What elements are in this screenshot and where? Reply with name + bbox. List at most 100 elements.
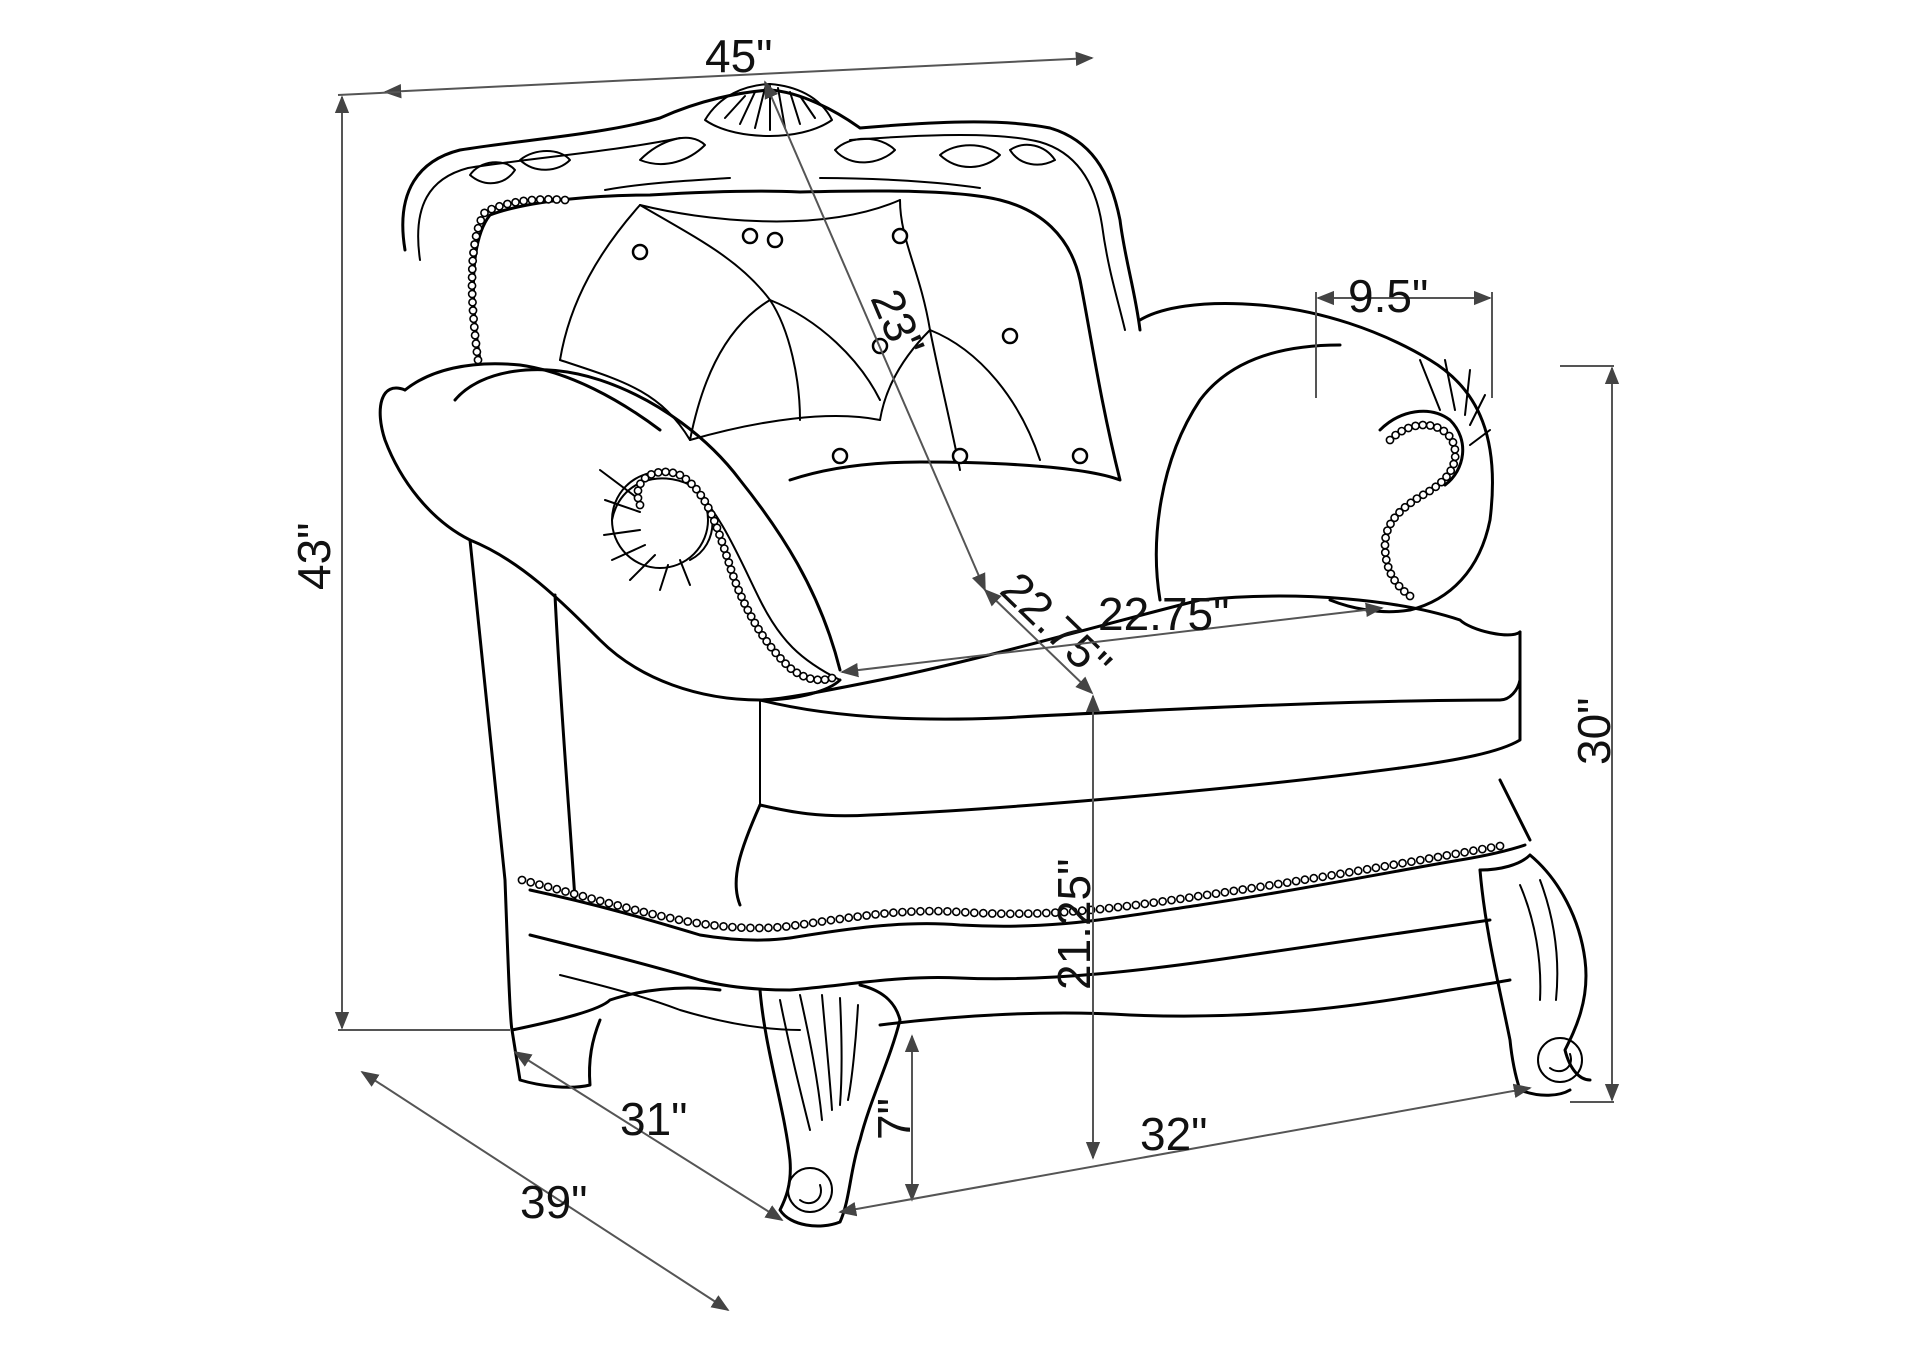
- back-height-line: [764, 80, 986, 592]
- nailhead: [1448, 437, 1458, 447]
- left-arm-nailhead-trim: [633, 467, 837, 685]
- nailhead: [517, 875, 527, 885]
- nailhead: [473, 223, 483, 233]
- nailhead: [790, 920, 800, 930]
- nailhead: [722, 551, 731, 560]
- nailhead: [943, 907, 952, 916]
- arm-height-label: 30": [1568, 698, 1620, 766]
- nailhead: [1450, 444, 1460, 454]
- apron-nailhead-trim: [517, 841, 1505, 933]
- nailhead: [587, 894, 596, 903]
- nailhead: [1439, 426, 1449, 436]
- nailhead: [468, 297, 477, 307]
- nailhead: [1068, 907, 1078, 916]
- nailhead: [1390, 513, 1399, 523]
- nailhead: [773, 922, 782, 932]
- nailhead: [766, 642, 776, 652]
- nailhead: [467, 272, 477, 282]
- nailhead: [813, 675, 822, 685]
- dimension-annotations: 45" 43" 9.5" 30" 23" 22.75" 22.75" 21.25…: [288, 30, 1620, 1311]
- right-arm-nailhead-trim: [1380, 420, 1460, 601]
- nailhead: [471, 231, 481, 241]
- nailhead: [960, 907, 970, 917]
- nailhead: [737, 923, 746, 932]
- front-width-label: 32": [1140, 1108, 1208, 1160]
- overall-width-label: 45": [705, 30, 773, 82]
- nailhead: [639, 907, 649, 917]
- nailhead: [934, 906, 943, 916]
- nailhead: [480, 208, 489, 218]
- nailhead: [1437, 477, 1446, 487]
- nailhead: [675, 470, 685, 480]
- nailhead: [717, 537, 727, 546]
- nailhead: [560, 195, 570, 205]
- nailhead: [544, 194, 553, 204]
- nailhead: [502, 199, 512, 209]
- nailhead: [595, 896, 605, 906]
- nailhead: [1380, 861, 1390, 871]
- nailhead: [1300, 875, 1310, 885]
- nailhead: [826, 915, 836, 925]
- nailhead: [668, 468, 678, 478]
- nailhead: [1495, 841, 1505, 851]
- nailhead: [1432, 423, 1442, 432]
- nailhead: [1433, 852, 1443, 862]
- nailhead: [1104, 903, 1114, 913]
- nailhead: [1344, 867, 1354, 877]
- nailhead: [1460, 847, 1469, 857]
- nailhead: [1404, 423, 1413, 433]
- nailhead: [1256, 882, 1265, 892]
- nailhead: [1291, 876, 1301, 886]
- nailhead: [1399, 587, 1409, 596]
- nailhead: [535, 880, 544, 889]
- nailhead: [750, 618, 760, 628]
- nailhead: [494, 201, 504, 211]
- nailhead: [473, 355, 483, 365]
- nailhead: [1229, 886, 1239, 896]
- nailhead: [1415, 855, 1425, 865]
- nailhead: [646, 469, 656, 479]
- nailhead: [853, 912, 862, 921]
- nailhead: [470, 330, 480, 340]
- seat-height-label: 21.25": [1048, 859, 1100, 990]
- nailhead: [724, 558, 734, 567]
- nailhead: [728, 922, 737, 932]
- nailhead: [746, 923, 755, 933]
- nailhead: [1425, 486, 1434, 496]
- nailhead: [661, 467, 670, 477]
- nailhead: [1238, 885, 1248, 894]
- nailhead: [696, 490, 706, 500]
- nailhead: [781, 659, 790, 669]
- nailhead: [467, 289, 477, 299]
- nailhead: [468, 256, 478, 266]
- nailhead: [835, 914, 845, 924]
- nailhead: [487, 204, 496, 214]
- nailhead: [746, 612, 756, 621]
- nailhead: [907, 907, 916, 916]
- nailhead: [552, 884, 562, 894]
- nailhead: [719, 922, 728, 931]
- nailhead: [535, 195, 545, 204]
- nailhead: [862, 911, 871, 920]
- nailhead: [1371, 863, 1381, 873]
- tufting-buttons: [631, 227, 1089, 465]
- nailhead: [1005, 909, 1015, 919]
- nailhead: [1381, 555, 1391, 565]
- nailhead: [969, 908, 979, 918]
- nailhead: [1353, 866, 1363, 876]
- nailhead: [844, 913, 854, 923]
- right-arm: [1138, 302, 1494, 614]
- nailhead: [880, 909, 889, 918]
- nailhead: [1477, 844, 1487, 854]
- nailhead: [1431, 482, 1441, 492]
- seat-width-line: [840, 602, 1384, 678]
- nailhead: [1411, 421, 1420, 431]
- nailhead: [987, 909, 997, 918]
- nailhead: [771, 648, 781, 658]
- nailhead: [653, 467, 663, 477]
- nailhead: [1113, 902, 1123, 912]
- nailhead: [519, 196, 528, 206]
- nailhead: [665, 913, 675, 923]
- nailhead: [1158, 897, 1167, 906]
